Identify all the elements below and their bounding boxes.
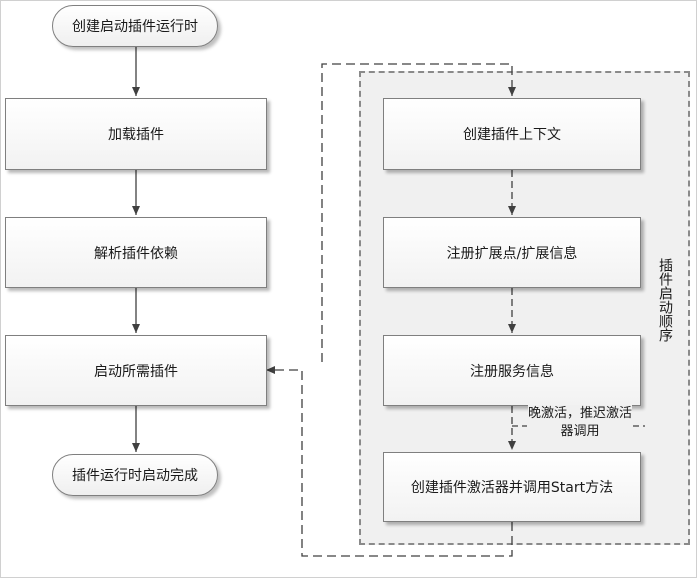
- register-extension-box: 注册扩展点/扩展信息: [383, 217, 641, 288]
- load-plugins-label: 加载插件: [108, 127, 164, 143]
- parse-dependencies-box: 解析插件依赖: [5, 217, 267, 288]
- register-extension-label: 注册扩展点/扩展信息: [446, 245, 578, 262]
- register-service-box: 注册服务信息: [383, 335, 641, 406]
- start-required-plugins-label: 启动所需插件: [94, 363, 178, 380]
- create-activator-box: 创建插件激活器并调用Start方法: [383, 452, 641, 522]
- lazy-activation-note: 晚激活，推迟激活器调用: [528, 405, 633, 441]
- create-context-box: 创建插件上下文: [383, 98, 641, 170]
- end-node: 插件运行时启动完成: [52, 454, 218, 496]
- register-service-label: 注册服务信息: [470, 363, 554, 380]
- parse-dependencies-label: 解析插件依赖: [94, 245, 178, 262]
- start-required-plugins-box: 启动所需插件: [5, 335, 267, 406]
- start-node: 创建启动插件运行时: [52, 5, 218, 47]
- load-plugins-box: 加载插件: [5, 98, 267, 170]
- end-label: 插件运行时启动完成: [72, 468, 198, 484]
- dashed-return-to-start-plugins: [266, 366, 513, 557]
- create-context-label: 创建插件上下文: [463, 127, 561, 143]
- group-label: 插件启动顺序: [657, 258, 673, 342]
- dashed-loop-into-group: [321, 63, 516, 362]
- create-activator-label: 创建插件激活器并调用Start方法: [410, 480, 614, 496]
- start-label: 创建启动插件运行时: [72, 19, 198, 35]
